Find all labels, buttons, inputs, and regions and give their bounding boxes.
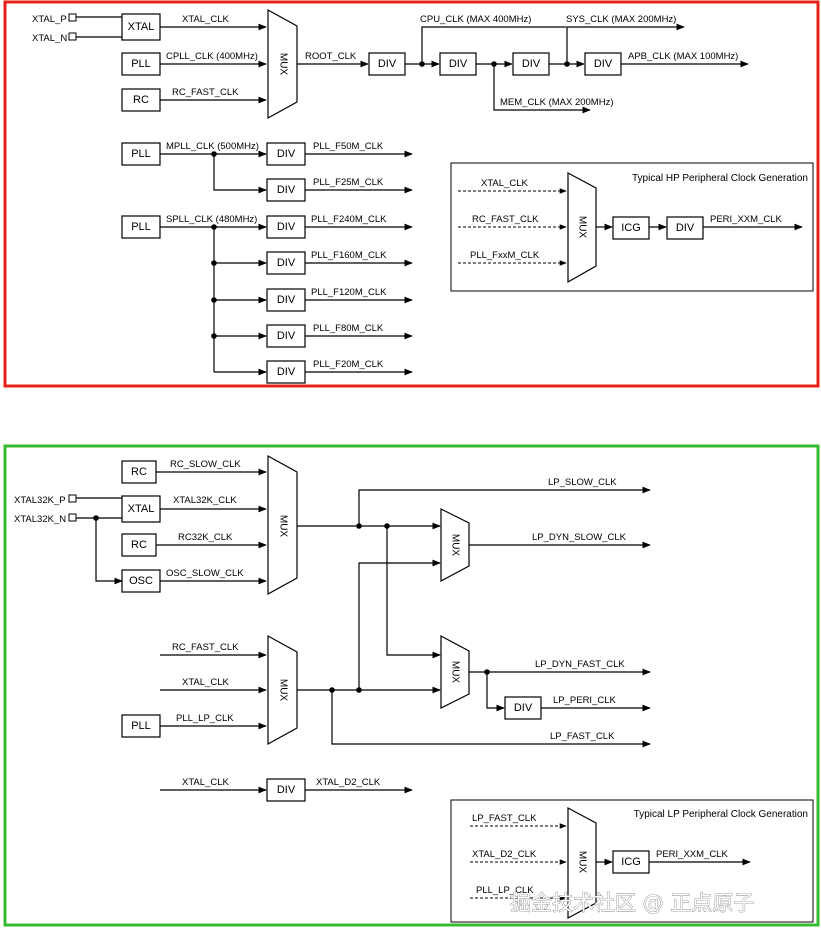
lp-slow-mux <box>267 454 298 596</box>
typical-hp-panel <box>450 162 814 292</box>
lp-peri-div-label: DIV <box>514 702 533 714</box>
hp-xtal-box-label: XTAL <box>128 21 155 33</box>
pll-f50m-label: PLL_F50M_CLK <box>313 141 384 152</box>
mpll-box-label: PLL <box>131 148 151 160</box>
lp-xtal-clk-label: XTAL_CLK <box>182 677 229 688</box>
rc-fast-clk-label: RC_FAST_CLK <box>172 642 239 653</box>
hp-div-4-label: DIV <box>594 58 613 70</box>
typical-lp-mux <box>567 806 597 920</box>
typical-lp-mux-label: MUX <box>577 851 588 874</box>
mem-clk-label: MEM_CLK (MAX 200MHz) <box>500 97 614 108</box>
sys-clk-label: SYS_CLK (MAX 200MHz) <box>566 14 676 25</box>
hp-xtal-box <box>121 13 161 41</box>
lp-rc-slow-box-label: RC <box>131 466 147 478</box>
typical-lp-panel <box>450 799 814 923</box>
lp-dyn-slow-mux-label: MUX <box>450 534 461 557</box>
pll-f120m-label: PLL_F120M_CLK <box>311 287 387 298</box>
xtal32k-clk-label: XTAL32K_CLK <box>173 495 237 506</box>
xtal-n-pin <box>68 32 77 41</box>
typical-hp-title: Typical HP Peripheral Clock Generation <box>632 173 808 184</box>
pll-f20m-label: PLL_F20M_CLK <box>313 359 384 370</box>
typical-lp-in2: XTAL_D2_CLK <box>472 849 537 860</box>
typical-hp-in3: PLL_FxxM_CLK <box>470 250 540 261</box>
typical-hp-div-label: DIV <box>676 222 695 234</box>
xtal-d2-div-label: DIV <box>277 784 296 796</box>
apb-clk-label: APB_CLK (MAX 100MHz) <box>628 51 738 62</box>
lp-dyn-fast-clk-label: LP_DYN_FAST_CLK <box>535 659 625 670</box>
typical-hp-icg <box>612 216 650 240</box>
hp-rc-box-label: RC <box>133 94 149 106</box>
lp-xtal32k-box-label: XTAL <box>128 503 155 515</box>
lp-dyn-slow-mux <box>440 508 470 583</box>
pll-f160m-label: PLL_F160M_CLK <box>311 250 387 261</box>
hp-pll-box-label: PLL <box>131 58 151 70</box>
lp-slow-mux-label: MUX <box>278 515 289 538</box>
lp-fast-clk-label: LP_FAST_CLK <box>550 731 615 742</box>
xtal-n-pin-label: XTAL_N <box>32 33 67 44</box>
spll-div-120m-label: DIV <box>277 294 296 306</box>
typical-lp-out: PERI_XXM_CLK <box>656 849 728 860</box>
xtal-p-pin <box>68 13 77 22</box>
mpll-clk-label: MPLL_CLK (500MHz) <box>166 141 259 152</box>
hp-xtal-clk-label: XTAL_CLK <box>182 14 229 25</box>
typical-hp-out: PERI_XXM_CLK <box>710 214 782 225</box>
hp-div-3-label: DIV <box>522 58 541 70</box>
mpll-div-25m-label: DIV <box>277 184 296 196</box>
typical-lp-in3: PLL_LP_CLK <box>476 885 534 896</box>
lp-xtal32k-box <box>121 495 161 523</box>
osc-slow-clk-label: OSC_SLOW_CLK <box>166 568 244 579</box>
lp-fast-mux <box>267 634 298 746</box>
root-clk-label: ROOT_CLK <box>305 51 357 62</box>
spll-div-240m-label: DIV <box>277 221 296 233</box>
pll-f80m-label: PLL_F80M_CLK <box>313 323 384 334</box>
lp-dyn-fast-mux-label: MUX <box>450 661 461 684</box>
lp-peri-clk-label: LP_PERI_CLK <box>553 695 617 706</box>
spll-clk-label: SPLL_CLK (480MHz) <box>166 214 257 225</box>
watermark-text: 掘金技术社区 @ 正点原子 <box>510 891 754 915</box>
spll-div-160m-label: DIV <box>277 257 296 269</box>
hp-clock-frame <box>3 0 820 388</box>
spll-div-80m-label: DIV <box>277 330 296 342</box>
xtal32k-n-pin-label: XTAL32K_N <box>14 514 66 525</box>
lp-osc-box-label: OSC <box>129 575 153 587</box>
typical-hp-mux <box>567 171 597 284</box>
xtal32k-n-pin <box>68 513 77 522</box>
lp-rc32k-box-label: RC <box>131 539 147 551</box>
lp-fast-mux-label: MUX <box>278 679 289 702</box>
typical-lp-title: Typical LP Peripheral Clock Generation <box>634 809 808 820</box>
hp-div-2-label: DIV <box>449 58 468 70</box>
hp-cpll-clk-label: CPLL_CLK (400MHz) <box>166 51 258 62</box>
typical-hp-icg-label: ICG <box>621 222 641 234</box>
spll-div-20m-label: DIV <box>277 366 296 378</box>
hp-root-mux <box>267 8 298 120</box>
typical-hp-in1: XTAL_CLK <box>481 178 528 189</box>
hp-rc-fast-clk-label: RC_FAST_CLK <box>172 87 239 98</box>
xtal-p-pin-label: XTAL_P <box>32 14 67 25</box>
lp-xtal-clk2-label: XTAL_CLK <box>182 777 229 788</box>
hp-root-mux-label: MUX <box>278 53 289 76</box>
xtal32k-p-pin <box>68 494 77 503</box>
spll-box-label: PLL <box>131 221 151 233</box>
pll-f25m-label: PLL_F25M_CLK <box>313 177 384 188</box>
typical-hp-div <box>666 216 704 240</box>
xtal-d2-clk-label: XTAL_D2_CLK <box>316 777 381 788</box>
typical-lp-in1: LP_FAST_CLK <box>472 813 537 824</box>
rc32k-clk-label: RC32K_CLK <box>178 532 233 543</box>
lp-pll-box-label: PLL <box>131 720 151 732</box>
hp-div-1-label: DIV <box>378 58 397 70</box>
cpu-clk-label: CPU_CLK (MAX 400MHz) <box>420 14 531 25</box>
typical-lp-icg-label: ICG <box>621 856 641 868</box>
lp-clock-frame <box>3 444 820 927</box>
typical-hp-in2: RC_FAST_CLK <box>472 214 539 225</box>
lp-dyn-slow-clk-label: LP_DYN_SLOW_CLK <box>532 532 627 543</box>
lp-dyn-fast-mux <box>440 634 470 709</box>
typical-hp-mux-label: MUX <box>577 216 588 239</box>
pll-lp-clk-label: PLL_LP_CLK <box>176 713 234 724</box>
xtal32k-p-pin-label: XTAL32K_P <box>14 495 66 506</box>
mpll-div-50m-label: DIV <box>277 148 296 160</box>
rc-slow-clk-label: RC_SLOW_CLK <box>170 459 241 470</box>
lp-slow-clk-label: LP_SLOW_CLK <box>548 477 617 488</box>
pll-f240m-label: PLL_F240M_CLK <box>311 214 387 225</box>
